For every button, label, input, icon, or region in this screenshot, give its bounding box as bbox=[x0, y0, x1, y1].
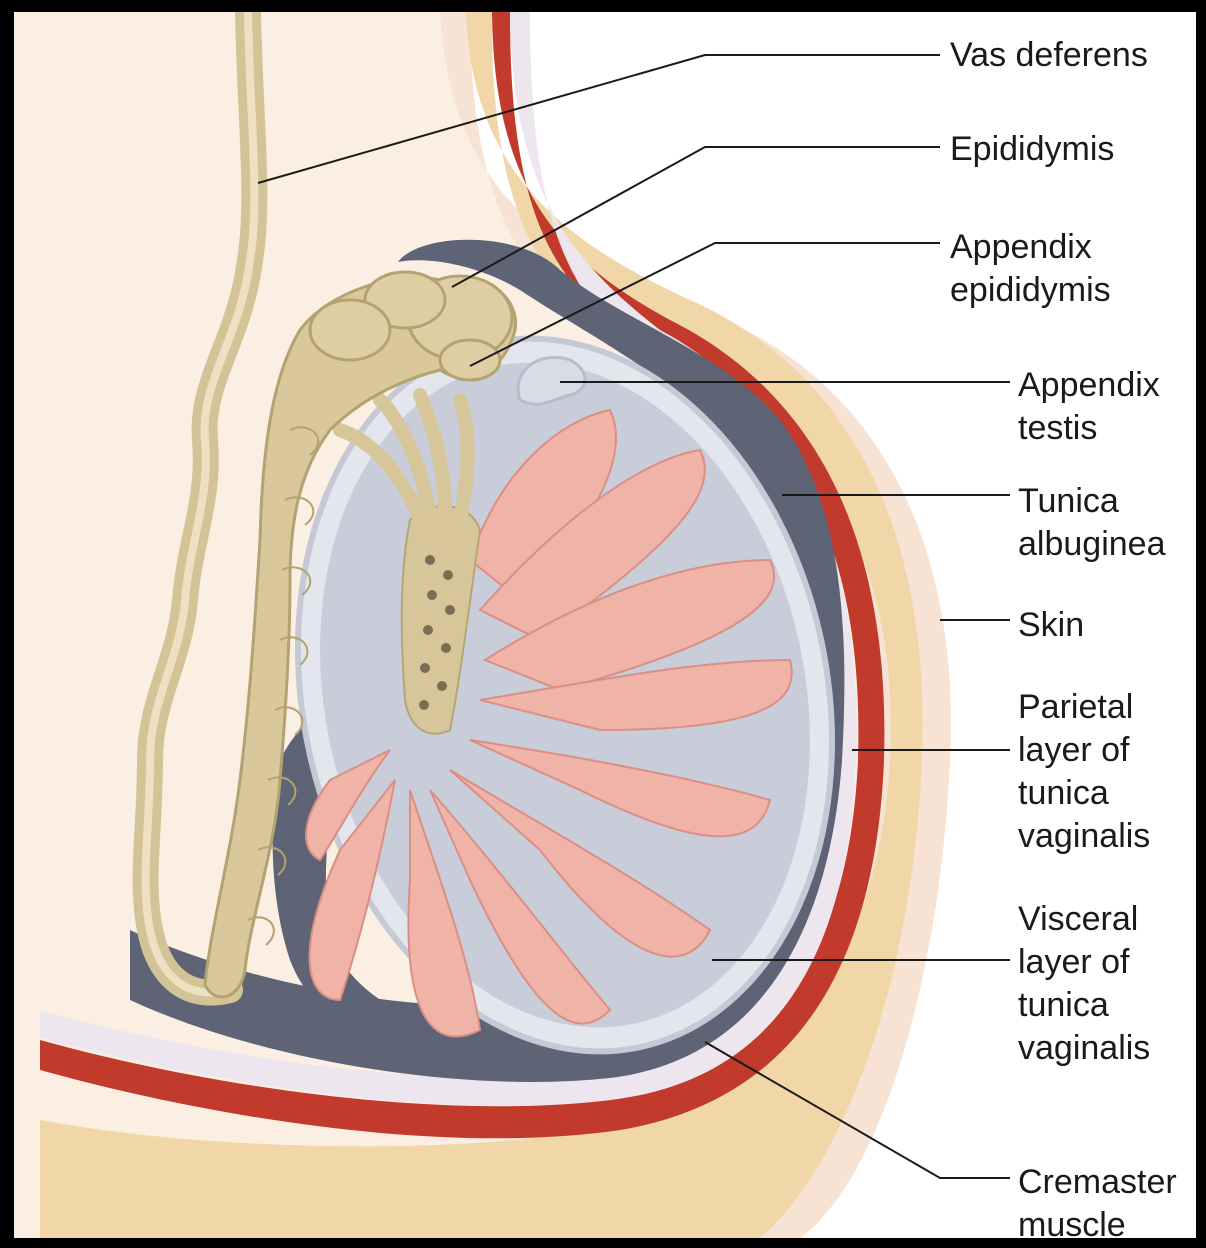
illustration bbox=[14, 12, 951, 1238]
label-parietal-layer: Parietal layer of tunica vaginalis bbox=[1018, 688, 1150, 855]
label-cremaster-muscle: Cremaster muscle bbox=[1018, 1163, 1186, 1244]
leader-epididymis bbox=[451, 146, 940, 288]
rete-holes bbox=[419, 555, 455, 710]
label-skin: Skin bbox=[1018, 606, 1084, 644]
label-vas-deferens: Vas deferens bbox=[950, 36, 1148, 74]
rete-testis bbox=[400, 505, 482, 735]
leader-cremaster bbox=[704, 1041, 1010, 1179]
label-appendix-testis: Appendix testis bbox=[1018, 366, 1169, 447]
seminiferous-lobules bbox=[305, 408, 793, 1038]
epididymis-head bbox=[308, 270, 514, 382]
epididymis-body bbox=[203, 275, 518, 999]
dartos-layer bbox=[40, 12, 923, 1238]
appendix-testis-shape bbox=[516, 355, 587, 406]
epididymis-coils bbox=[247, 426, 320, 946]
leader-lines bbox=[257, 54, 1010, 1179]
label-appendix-epididymis: Appendix epididymis bbox=[950, 228, 1111, 309]
efferent-ducts bbox=[333, 388, 475, 527]
parietal-tunica bbox=[40, 12, 857, 1106]
label-tunica-albuginea: Tunica albuginea bbox=[1018, 482, 1166, 563]
leader-vas-deferens bbox=[257, 54, 940, 184]
leader-appendix-epididymis bbox=[469, 242, 940, 367]
cremaster-layer bbox=[40, 12, 885, 1139]
vas-deferens-highlight bbox=[141, 12, 259, 997]
label-epididymis: Epididymis bbox=[950, 130, 1114, 168]
labels: Vas deferens Epididymis Appendix epididy… bbox=[950, 36, 1186, 1244]
label-visceral-layer: Visceral layer of tunica vaginalis bbox=[1018, 900, 1150, 1067]
